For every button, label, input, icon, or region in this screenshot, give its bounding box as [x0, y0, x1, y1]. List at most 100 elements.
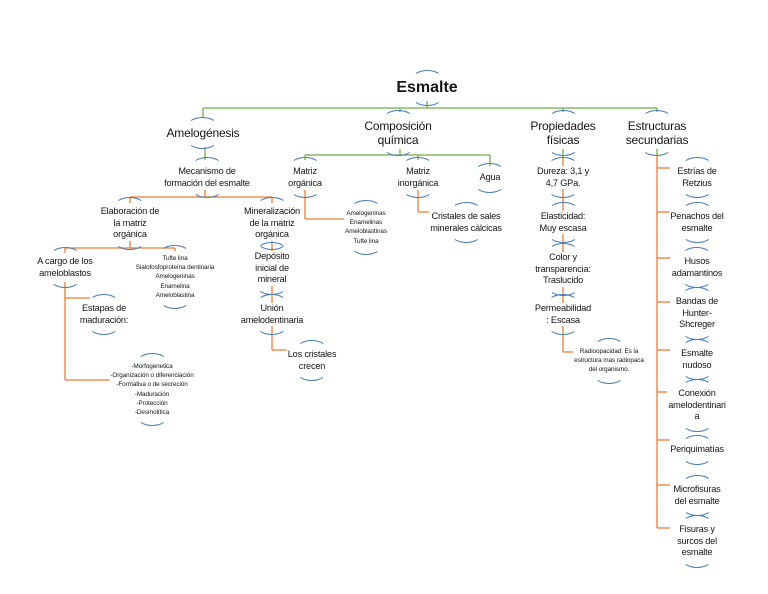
node-text: Matriz — [293, 166, 317, 176]
list-item: Enamelina — [160, 282, 190, 290]
category-propiedades-fisicas: Propiedades físicas — [529, 110, 597, 156]
list-item: Amelogeninas — [155, 273, 195, 281]
node-permeabilidad: Permeabilidad : Escasa — [533, 294, 593, 335]
node-text: surcos del — [677, 535, 717, 546]
node-text: adamantinos — [671, 267, 723, 278]
node-bandas-hunter: Bandas de Hunter- Shcreger — [674, 287, 720, 339]
node-ameloblastos: A cargo de los ameloblastos — [36, 247, 94, 288]
node-text: 4,7 GPa. — [545, 177, 581, 188]
node-text: esmalte — [681, 222, 713, 233]
node-matriz-organica-list: Amelogeninas Enamelinas Ameloblastinas T… — [344, 200, 388, 255]
node-text: minerales cálcicas — [430, 222, 502, 233]
category-label: secundarias — [625, 133, 689, 147]
node-text: Mecanismo de — [178, 166, 236, 176]
node-text: Color y — [549, 252, 577, 262]
node-text: de la matriz — [249, 217, 295, 228]
category-label: Amelogénesis — [166, 126, 240, 140]
node-microfisuras: Microfisuras del esmalte — [672, 475, 722, 516]
node-conexion-amelodentinaria: Conexión amelodentinari a — [667, 379, 727, 431]
node-proteinas-list: Tufte lina Sialofosfoproteína dentinaria… — [134, 244, 216, 310]
node-text: mineral — [257, 274, 287, 284]
list-item: Sialofosfoproteína dentinaria — [135, 264, 215, 272]
category-label: Propiedades — [530, 119, 596, 133]
category-estructuras-secundarias: Estructuras secundarias — [624, 110, 690, 156]
node-text: Elasticidad: — [540, 211, 586, 221]
list-item: Ameloblastinas — [345, 228, 387, 236]
node-text: estructura mas radiopaca — [574, 357, 644, 365]
node-text: amelodentinari — [668, 399, 726, 410]
node-text: Matriz — [406, 166, 430, 176]
category-label: físicas — [546, 133, 580, 147]
node-text: del organismo. — [588, 366, 630, 374]
node-agua: Agua — [475, 163, 505, 192]
node-text: esmalte — [681, 547, 713, 557]
list-item: -Morfogenetica — [131, 363, 173, 370]
node-text: orgánica — [288, 177, 322, 188]
node-etapas-list: -Morfogenetica -Organización o diferenci… — [109, 352, 195, 427]
node-color-transparencia: Color y transparencia: Traslucido — [534, 243, 592, 295]
node-text: A cargo de los — [37, 256, 93, 266]
node-text: Cristales de sales — [431, 211, 501, 221]
node-text: Hunter- — [682, 307, 712, 318]
node-text: la matriz — [113, 217, 147, 228]
node-cristales-sales: Cristales de sales minerales cálcicas — [429, 202, 503, 243]
node-text: inicial de — [255, 262, 289, 273]
node-dureza: Dureza: 3,1 y 4,7 GPa. — [535, 157, 591, 198]
list-item: -Formativa o de secreción — [116, 381, 188, 389]
node-elaboracion-matriz: Elaboración de la matriz orgánica — [99, 197, 161, 249]
node-estrias-retzius: Estrías de Retzius — [676, 157, 718, 198]
node-text: Fisuras y — [679, 524, 715, 534]
node-text: Retzius — [682, 177, 712, 188]
node-text: nudoso — [682, 359, 712, 370]
node-penachos: Penachos del esmalte — [669, 202, 725, 243]
node-matriz-inorganica: Matriz inorgánica — [396, 157, 440, 198]
node-text: : Escasa — [546, 314, 580, 325]
node-esmalte-nudoso: Esmalte nudoso — [680, 339, 714, 380]
node-text: orgánica — [255, 229, 289, 239]
list-item: Enamelinas — [349, 219, 383, 227]
category-label: química — [377, 133, 419, 147]
node-cristales-crecen: Los cristales crecen — [286, 340, 338, 381]
node-text: Muy escasa — [539, 222, 587, 233]
node-text: inorgánica — [397, 177, 439, 188]
node-text: Shcreger — [679, 319, 715, 329]
category-label: Estructuras — [627, 119, 687, 133]
node-text: Penachos del — [670, 211, 724, 221]
node-text: ameloblastos — [39, 267, 91, 278]
node-text: del esmalte — [674, 495, 720, 506]
list-item: -Organización o diferenciación — [110, 372, 194, 380]
list-item: Tufte lina — [162, 255, 188, 262]
node-text: crecen — [298, 360, 326, 371]
node-periquimatias: Periquimatías — [669, 435, 725, 464]
node-text: Conexión — [678, 388, 716, 398]
node-text: Elaboración de — [100, 206, 160, 216]
node-text: Unión — [260, 303, 284, 313]
node-matriz-organica: Matriz orgánica — [287, 157, 323, 198]
node-text: Los cristales — [287, 349, 337, 359]
node-radioopacidad: Radioopacidad: Es la estructura mas radi… — [573, 338, 645, 384]
root-title: Esmalte — [396, 79, 458, 96]
node-text: amelodentinaria — [240, 314, 304, 325]
list-item: Ameloblastina — [155, 291, 195, 299]
node-text: Periquimatías — [670, 444, 724, 454]
node-mineralizacion-matriz: Mineralización de la matriz orgánica — [243, 197, 301, 249]
node-text: Permeabilidad — [534, 303, 592, 313]
node-elasticidad: Elasticidad: Muy escasa — [538, 202, 588, 243]
node-text: formación del esmalte — [164, 177, 250, 188]
node-text: Estapas de — [82, 303, 126, 313]
node-text: a — [694, 411, 700, 421]
node-text: Depósito — [254, 251, 290, 261]
list-item: Tufte lina — [353, 237, 379, 245]
node-text: Mineralización — [244, 206, 300, 216]
node-deposito-mineral: Depósito inicial de mineral — [253, 242, 291, 294]
node-text: maduración: — [79, 314, 129, 325]
list-item: -Desmolítica — [134, 409, 170, 417]
root-node-esmalte: Esmalte — [395, 70, 459, 106]
node-text: Husos — [684, 256, 710, 266]
node-etapas-maduracion: Estapas de maduración: — [78, 294, 130, 335]
node-text: Estrías de — [677, 166, 717, 176]
node-text: Esmalte — [681, 348, 713, 358]
node-text: Dureza: 3,1 y — [536, 166, 590, 176]
node-fisuras-surcos: Fisuras y surcos del esmalte — [676, 515, 718, 567]
category-label: Composición — [364, 119, 432, 133]
